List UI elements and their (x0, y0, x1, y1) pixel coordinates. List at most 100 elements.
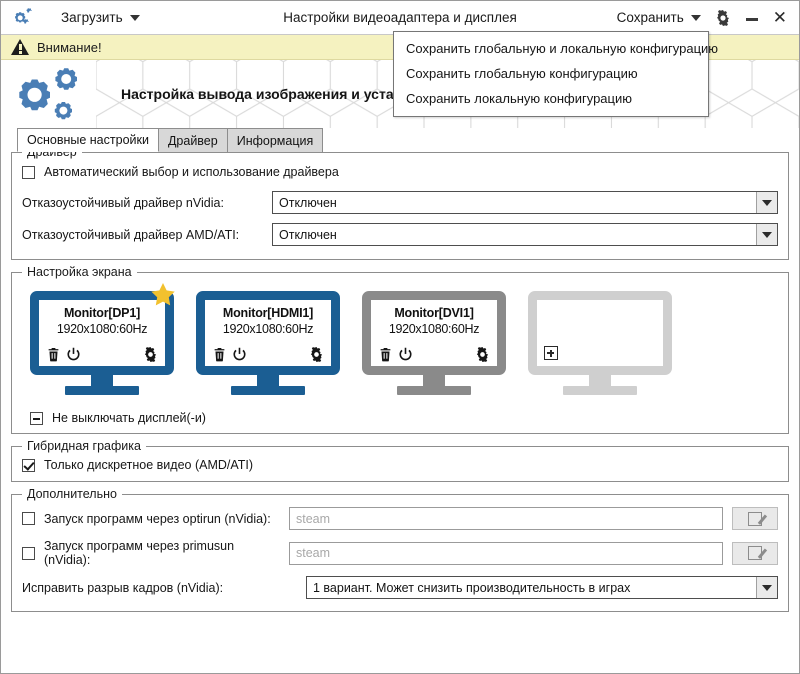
group-screen-legend: Настройка экрана (22, 265, 137, 279)
monitor-screen: Monitor[HDMI1] 1920x1080:60Hz (196, 291, 340, 375)
nvidia-driver-row: Отказоустойчивый драйвер nVidia: Отключе… (22, 191, 778, 214)
menu-item-save-global[interactable]: Сохранить глобальную конфигурацию (406, 66, 638, 81)
tab-strip: Основные настройки Драйвер Информация (17, 128, 799, 152)
discrete-video-label: Только дискретное видео (AMD/ATI) (44, 458, 254, 472)
power-icon[interactable] (232, 347, 247, 362)
monitor-neck (91, 375, 113, 386)
load-menu-button[interactable]: Загрузить (61, 10, 140, 25)
trash-icon[interactable] (212, 347, 227, 362)
discrete-video-checkbox[interactable] (22, 458, 35, 472)
settings-panel: Драйвер Автоматический выбор и использов… (1, 145, 799, 673)
optirun-checkbox[interactable] (22, 512, 35, 525)
gear-icon[interactable] (143, 347, 158, 362)
nvidia-driver-label: Отказоустойчивый драйвер nVidia: (22, 195, 224, 210)
pencil-icon (748, 546, 762, 560)
menu-item-save-local[interactable]: Сохранить локальную конфигурацию (406, 91, 632, 106)
trash-icon[interactable] (46, 347, 61, 362)
discrete-video-row[interactable]: Только дискретное видео (AMD/ATI) (22, 458, 778, 472)
warning-triangle-icon (11, 39, 29, 55)
monitor-base (231, 386, 305, 395)
chevron-down-icon (129, 14, 140, 21)
tab-driver[interactable]: Драйвер (157, 128, 228, 152)
optirun-row: Запуск программ через optirun (nVidia): … (22, 507, 778, 530)
optirun-edit-button[interactable] (732, 507, 778, 530)
keep-display-on-checkbox[interactable] (30, 411, 43, 425)
load-menu-label: Загрузить (61, 10, 123, 25)
settings-gear-icon[interactable] (715, 9, 731, 26)
monitor-resolution: 1920x1080:60Hz (222, 322, 314, 336)
save-dropdown-menu[interactable]: Сохранить глобальную и локальную конфигу… (393, 31, 719, 117)
amd-driver-select[interactable]: Отключен (272, 223, 778, 246)
tearfix-row: Исправить разрыв кадров (nVidia): 1 вари… (22, 576, 778, 599)
monitor-name: Monitor[DP1] (63, 306, 141, 320)
group-hybrid-legend: Гибридная графика (22, 439, 146, 453)
save-menu-button[interactable]: Сохранить (617, 10, 701, 25)
auto-driver-checkbox[interactable] (22, 165, 35, 179)
monitor-screen (528, 291, 672, 375)
group-hybrid-graphics: Гибридная графика Только дискретное виде… (11, 439, 789, 482)
monitor-screen: Monitor[DP1] 1920x1080:60Hz (30, 291, 174, 375)
menu-item-save-global-local[interactable]: Сохранить глобальную и локальную конфигу… (406, 41, 719, 56)
monitor-name: Monitor[DVI1] (394, 306, 474, 320)
primusrun-edit-button[interactable] (732, 541, 778, 565)
gear-icon[interactable] (309, 347, 324, 362)
monitor-neck (423, 375, 445, 386)
pencil-icon (748, 511, 762, 526)
tab-information[interactable]: Информация (226, 128, 324, 152)
power-icon[interactable] (398, 347, 413, 362)
monitor-card[interactable]: Monitor[DP1] 1920x1080:60Hz (30, 283, 175, 395)
monitor-list: Monitor[DP1] 1920x1080:60Hz (22, 283, 778, 399)
monitor-neck (589, 375, 611, 386)
trash-icon[interactable] (378, 347, 393, 362)
plus-icon[interactable] (544, 346, 558, 360)
monitor-neck (257, 375, 279, 386)
primusrun-checkbox[interactable] (22, 546, 35, 560)
optirun-input[interactable]: steam (289, 507, 723, 530)
monitor-card[interactable]: Monitor[DVI1] 1920x1080:60Hz (362, 291, 506, 395)
save-menu-label: Сохранить (616, 10, 684, 25)
monitor-base (563, 386, 637, 395)
minimize-icon[interactable] (745, 11, 759, 25)
primary-star-icon (151, 283, 175, 306)
optirun-label: Запуск программ через optirun (nVidia): (44, 511, 271, 526)
primusrun-label: Запуск программ через primusun (nVidia): (44, 539, 235, 567)
warning-text: Внимание! (37, 39, 102, 55)
keep-display-on-label: Не выключать дисплей(-и) (52, 411, 206, 425)
primusrun-input[interactable]: steam (289, 541, 723, 565)
monitor-base (65, 386, 139, 395)
group-additional: Дополнительно Запуск программ через opti… (11, 487, 789, 612)
chevron-down-icon[interactable] (756, 192, 777, 213)
chevron-down-icon[interactable] (756, 224, 777, 245)
monitor-card[interactable]: Monitor[HDMI1] 1920x1080:60Hz (196, 291, 340, 395)
monitor-card-add[interactable] (528, 291, 672, 395)
group-screen-settings: Настройка экрана Monitor[DP1] 1920x1080:… (11, 265, 789, 434)
tearfix-select[interactable]: 1 вариант. Может снизить производительно… (306, 576, 778, 599)
tab-main-settings[interactable]: Основные настройки (17, 128, 159, 152)
power-icon[interactable] (66, 347, 81, 362)
primusrun-row: Запуск программ через primusun (nVidia):… (22, 539, 778, 567)
banner-gears-icon (17, 64, 103, 124)
chevron-down-icon[interactable] (756, 577, 777, 598)
nvidia-driver-select[interactable]: Отключен (272, 191, 778, 214)
amd-driver-row: Отказоустойчивый драйвер AMD/ATI: Отключ… (22, 223, 778, 246)
monitor-actions (212, 347, 324, 362)
title-bar: Загрузить Настройки видеоадаптера и дисп… (1, 1, 799, 35)
close-icon[interactable]: ✕ (772, 7, 787, 28)
group-additional-legend: Дополнительно (22, 487, 122, 501)
app-gears-icon (13, 7, 39, 29)
auto-driver-checkbox-row[interactable]: Автоматический выбор и использование дра… (22, 165, 778, 179)
titlebar-right-controls: Сохранить ✕ (617, 7, 791, 28)
chevron-down-icon (690, 14, 701, 21)
gear-icon[interactable] (475, 347, 490, 362)
keep-display-on-row[interactable]: Не выключать дисплей(-и) (30, 411, 778, 425)
monitor-resolution: 1920x1080:60Hz (388, 322, 480, 336)
auto-driver-label: Автоматический выбор и использование дра… (44, 165, 339, 179)
monitor-base (397, 386, 471, 395)
monitor-actions (46, 347, 158, 362)
monitor-resolution: 1920x1080:60Hz (56, 322, 148, 336)
nvidia-driver-value: Отключен (279, 195, 337, 210)
monitor-actions (378, 347, 490, 362)
monitor-name: Monitor[HDMI1] (222, 306, 314, 320)
tearfix-value: 1 вариант. Может снизить производительно… (313, 580, 631, 595)
